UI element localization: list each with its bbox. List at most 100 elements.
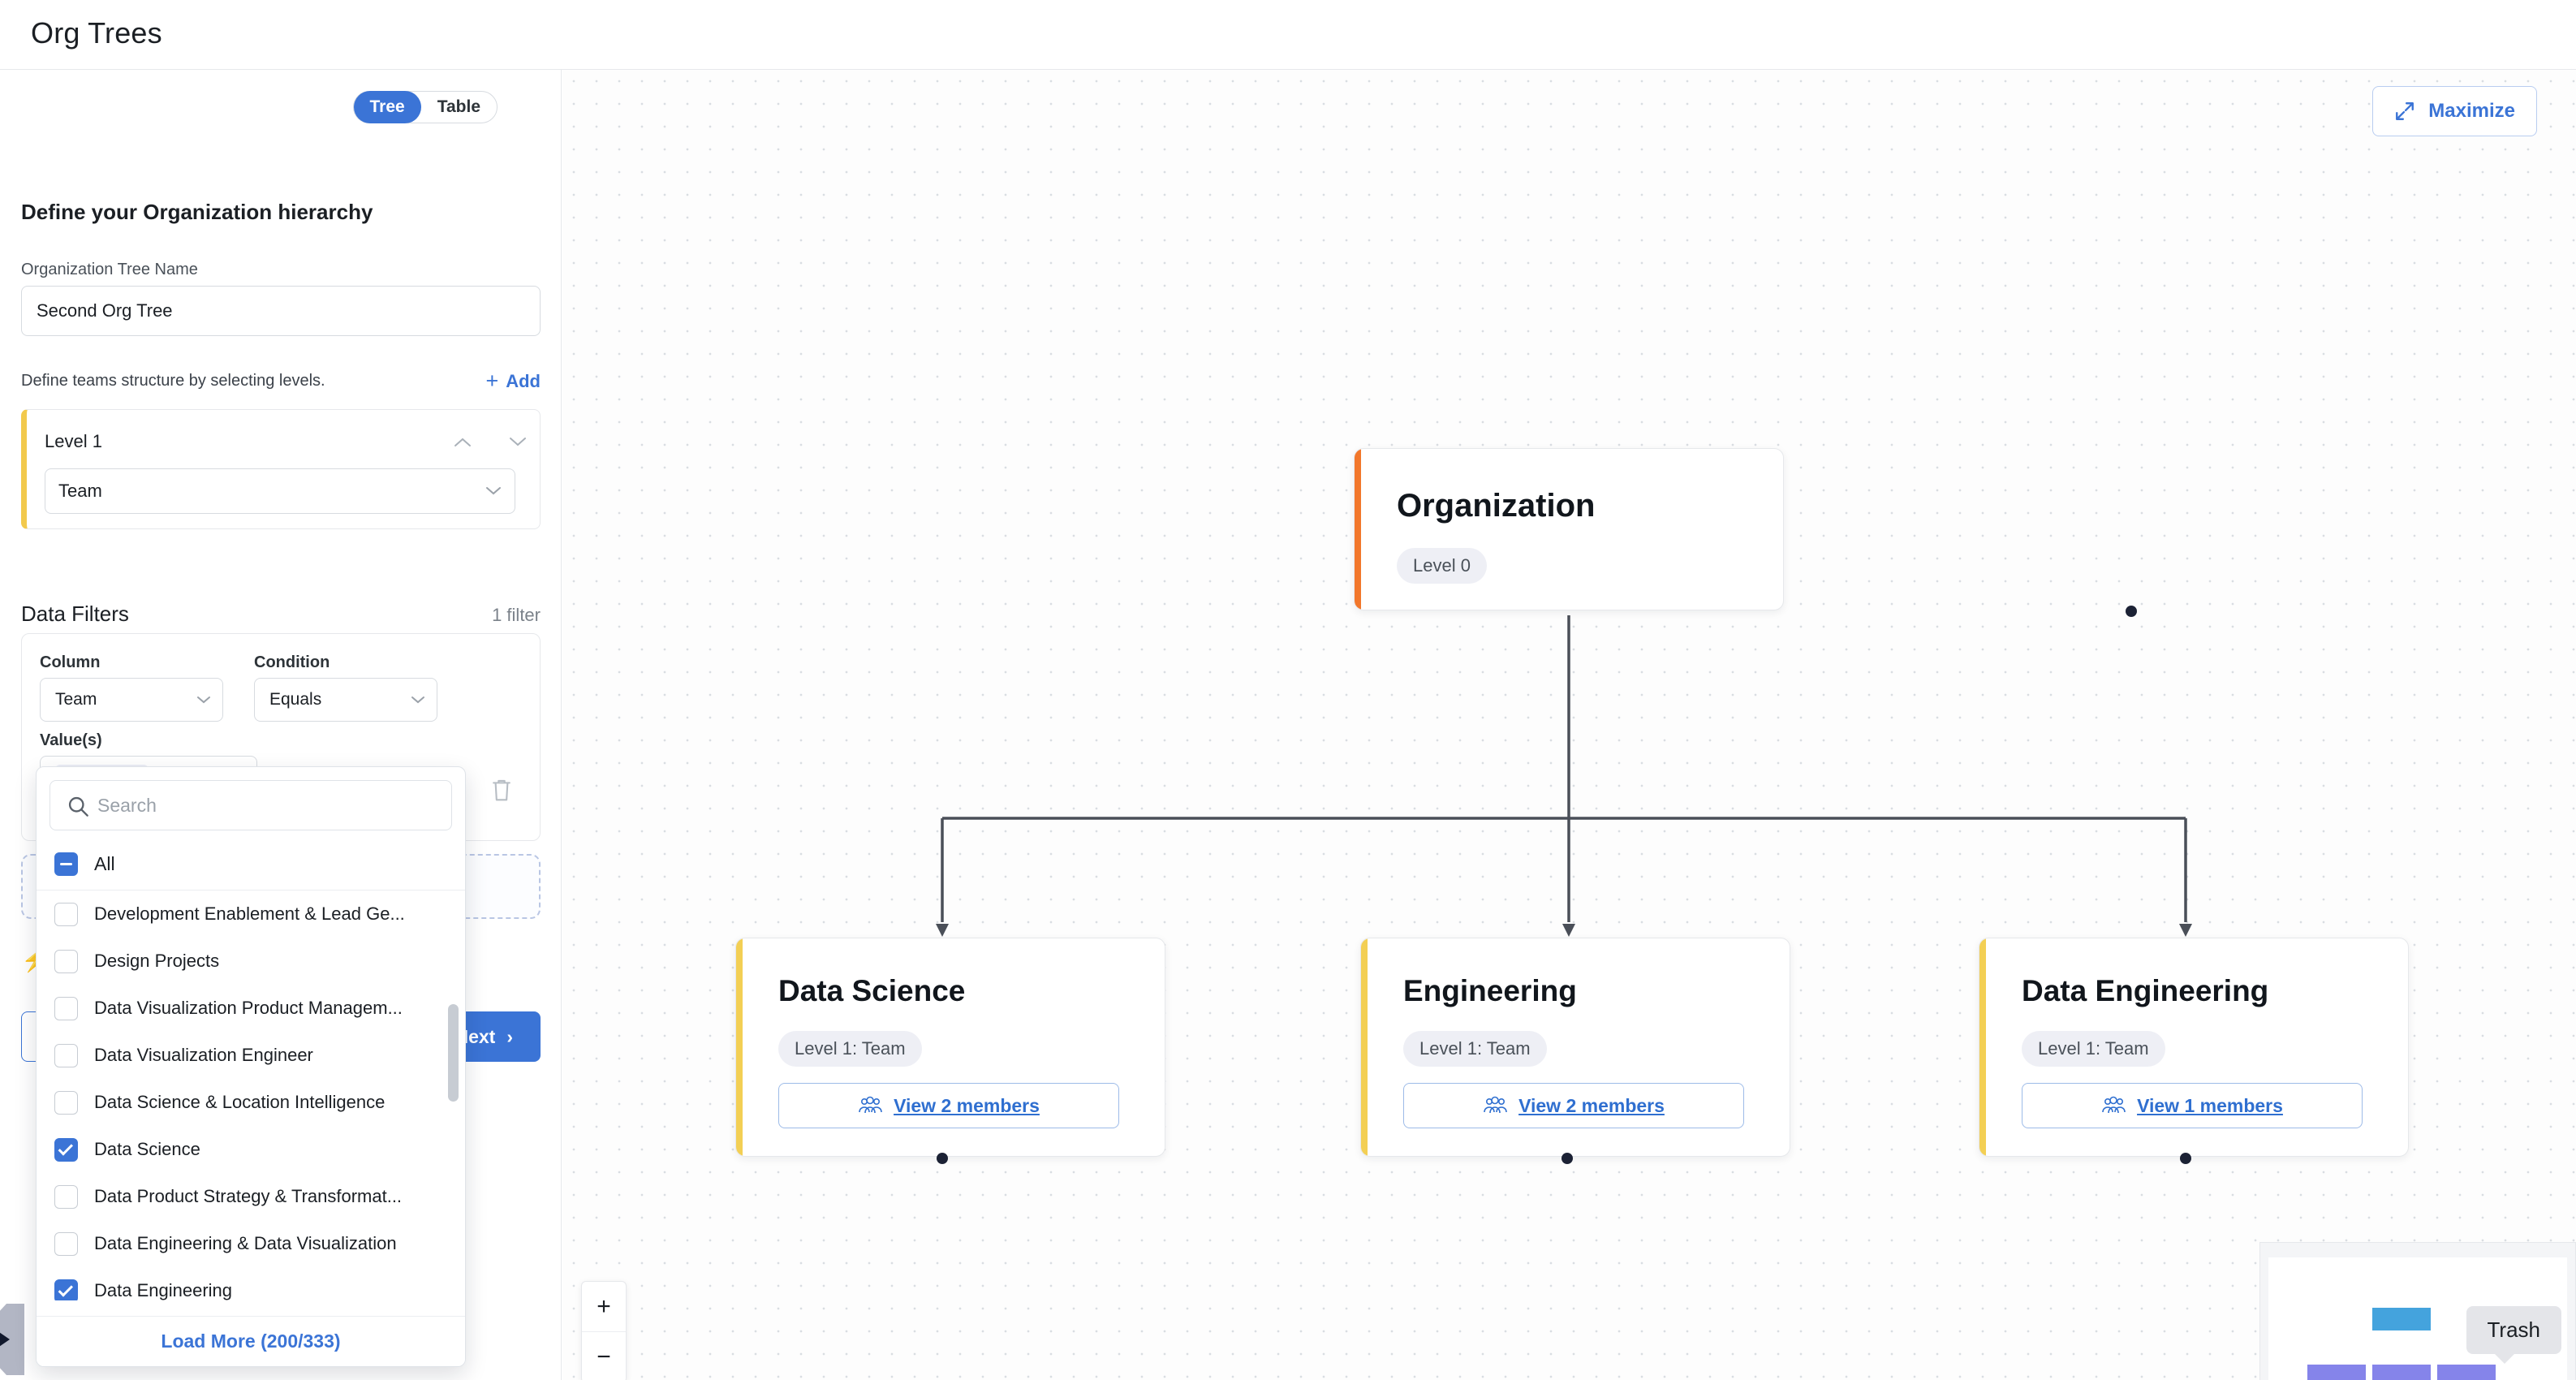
view-members-button[interactable]: View 1 members [2022, 1083, 2363, 1128]
plus-icon: + [485, 369, 499, 393]
node-title: Data Engineering [2022, 974, 2269, 1007]
zoom-in-button[interactable]: + [582, 1282, 626, 1332]
dropdown-option[interactable]: Data Science [37, 1126, 465, 1173]
chevron-right-icon: › [506, 1025, 513, 1047]
zoom-out-button[interactable]: − [597, 1343, 611, 1370]
section-title: Define your Organization hierarchy [21, 200, 373, 224]
tab-table[interactable]: Table [437, 97, 480, 116]
view-members-label: View 1 members [2137, 1094, 2283, 1116]
node-port-bottom [937, 1153, 948, 1164]
dropdown-option[interactable]: Data Visualization Product Managem... [37, 985, 465, 1032]
view-members-button[interactable]: View 2 members [1403, 1083, 1744, 1128]
level-name: Level 1 [45, 431, 102, 451]
filter-condition-value: Equals [269, 690, 322, 709]
page-title: Org Trees [31, 16, 162, 50]
checkbox-unchecked[interactable] [54, 1184, 78, 1209]
delete-filter-icon[interactable] [489, 777, 514, 803]
dropdown-option-label: Data Product Strategy & Transformat... [94, 1186, 403, 1206]
checkbox-unchecked[interactable] [54, 902, 78, 926]
chevron-down-icon[interactable] [509, 437, 527, 447]
node-engineering[interactable]: Engineering Level 1: Team View 2 members [1360, 938, 1790, 1157]
view-toggle[interactable]: Tree Table [352, 91, 498, 123]
node-organization[interactable]: Organization Level 0 [1354, 448, 1784, 610]
filter-condition-label: Condition [254, 653, 330, 671]
checkbox-unchecked[interactable] [54, 1090, 78, 1115]
dropdown-option-label: Data Visualization Product Managem... [94, 998, 403, 1018]
view-members-label: View 2 members [1518, 1094, 1665, 1116]
checkbox-checked[interactable] [54, 1137, 78, 1162]
level-card-header: Level 1 [45, 431, 527, 452]
node-level-badge: Level 1: Team [2022, 1031, 2165, 1067]
select-all-label: All [94, 853, 115, 874]
filters-title: Data Filters [21, 602, 129, 626]
dropdown-option[interactable]: Data Engineering & Data Visualization [37, 1220, 465, 1267]
checkbox-unchecked[interactable] [54, 949, 78, 973]
node-data-science[interactable]: Data Science Level 1: Team View 2 member… [735, 938, 1165, 1157]
members-icon [859, 1096, 882, 1114]
arrowhead-data-science [936, 924, 949, 937]
tab-tree[interactable]: Tree [353, 91, 421, 123]
level-reorder-controls[interactable] [454, 437, 527, 447]
tree-name-label: Organization Tree Name [21, 261, 198, 278]
level-value: Team [58, 481, 102, 501]
level-card: Level 1 Team [21, 409, 541, 529]
org-chart-canvas[interactable]: Maximize Organization Level 0 [562, 70, 2576, 1380]
levels-hint: Define teams structure by selecting leve… [21, 372, 325, 390]
chevron-up-icon[interactable] [454, 437, 472, 447]
dropdown-option[interactable]: Data Science & Location Intelligence [37, 1079, 465, 1126]
arrowhead-data-engineering [2179, 924, 2192, 937]
chevron-down-icon [411, 696, 424, 703]
zoom-controls[interactable]: + − [581, 1281, 627, 1380]
maximize-button[interactable]: Maximize [2372, 86, 2537, 136]
checkbox-checked[interactable] [54, 1279, 78, 1300]
node-title: Data Science [778, 974, 966, 1007]
add-level-button[interactable]: + Add [485, 370, 541, 392]
checkbox-unchecked[interactable] [54, 996, 78, 1020]
dropdown-option-label: Data Science [94, 1139, 200, 1159]
dropdown-select-all[interactable]: All [37, 839, 465, 891]
view-members-button[interactable]: View 2 members [778, 1083, 1119, 1128]
checkbox-indeterminate[interactable] [54, 852, 78, 876]
filter-column-value: Team [55, 690, 97, 709]
filter-values-label: Value(s) [40, 731, 102, 749]
filter-condition-select[interactable]: Equals [254, 678, 437, 722]
level-value-select[interactable]: Team [45, 468, 515, 514]
node-data-engineering[interactable]: Data Engineering Level 1: Team View 1 me… [1979, 938, 2409, 1157]
filters-header: Data Filters 1 filter [21, 602, 541, 627]
dropdown-option-label: Data Visualization Engineer [94, 1045, 313, 1065]
load-more-button[interactable]: Load More (200/333) [37, 1316, 465, 1366]
checkbox-unchecked[interactable] [54, 1043, 78, 1067]
caret-right-icon [0, 1330, 10, 1348]
node-level-badge: Level 1: Team [1403, 1031, 1547, 1067]
minimap-node-child [2372, 1365, 2431, 1380]
maximize-label: Maximize [2428, 100, 2515, 122]
checkbox-unchecked[interactable] [54, 1231, 78, 1256]
trash-tooltip: Trash [2466, 1306, 2561, 1364]
maximize-icon [2396, 102, 2414, 120]
top-bar: Org Trees [0, 0, 2576, 70]
arrowhead-engineering [1562, 924, 1575, 937]
node-port-bottom [1562, 1153, 1573, 1164]
dropdown-option[interactable]: Data Product Strategy & Transformat... [37, 1173, 465, 1220]
members-icon [2102, 1096, 2126, 1114]
tree-name-input[interactable] [21, 286, 541, 336]
dropdown-search[interactable] [50, 780, 452, 830]
sidebar-collapse-handle[interactable] [0, 1304, 24, 1375]
dropdown-option[interactable]: Design Projects [37, 938, 465, 985]
dropdown-option[interactable]: Data Visualization Engineer [37, 1032, 465, 1079]
search-input[interactable] [97, 794, 451, 817]
dropdown-option-list[interactable]: Development Enablement & Lead Ge...Desig… [37, 891, 465, 1300]
node-port-bottom [2126, 606, 2137, 617]
node-level-badge: Level 1: Team [778, 1031, 922, 1067]
filter-column-select[interactable]: Team [40, 678, 223, 722]
view-members-label: View 2 members [894, 1094, 1040, 1116]
filter-column-label: Column [40, 653, 101, 671]
minimap-node-child [2307, 1365, 2366, 1380]
dropdown-option[interactable]: Data Engineering [37, 1267, 465, 1300]
dropdown-option[interactable]: Development Enablement & Lead Ge... [37, 891, 465, 938]
dropdown-scrollbar[interactable] [448, 1004, 459, 1102]
dropdown-option-label: Data Engineering [94, 1280, 233, 1300]
add-level-label: Add [506, 370, 541, 391]
levels-header: Define teams structure by selecting leve… [21, 370, 541, 392]
